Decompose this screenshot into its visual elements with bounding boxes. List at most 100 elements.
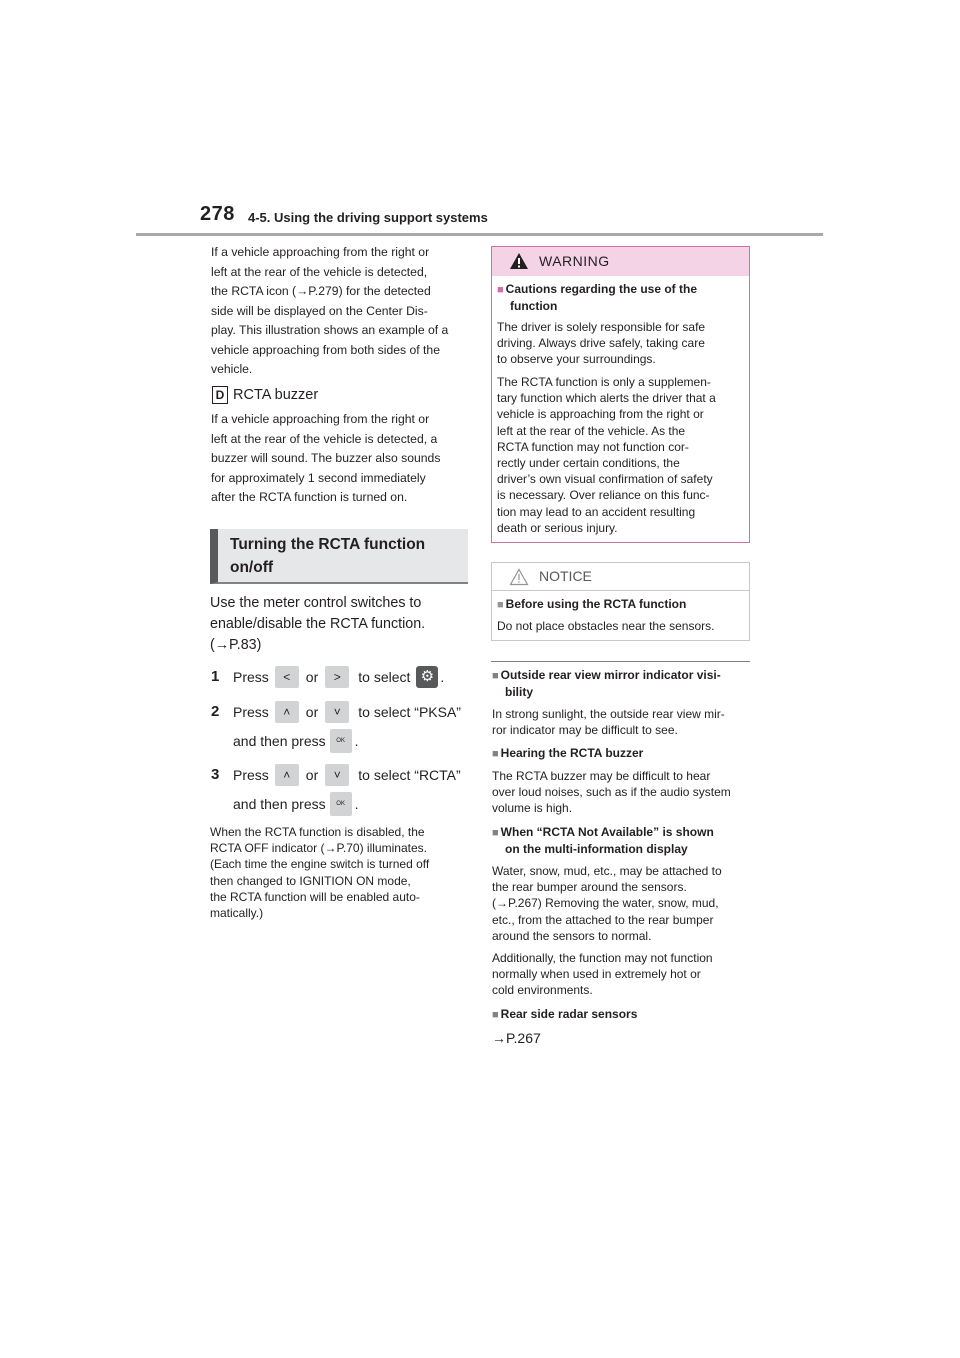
text-line: The RCTA function is only a supplemen- xyxy=(497,375,711,389)
text-line: is necessary. Over reliance on this func… xyxy=(497,488,710,503)
ok-button-icon: OK xyxy=(329,792,352,816)
step-3-continued: and then press OK . xyxy=(233,792,359,816)
step-text: . xyxy=(354,796,359,812)
text-line: on the multi-information display xyxy=(505,842,688,856)
text-line: bility xyxy=(505,685,534,699)
step-text: or xyxy=(305,704,319,720)
square-bullet-icon: ■ xyxy=(492,1009,499,1021)
ok-button-icon: OK xyxy=(329,729,352,753)
text-line: (→P.267) Removing the water, snow, mud, xyxy=(492,896,719,911)
text-line: The RCTA buzzer may be difficult to hear xyxy=(492,769,711,783)
note-paragraph: When the RCTA function is disabled, the … xyxy=(210,824,475,921)
text-line: the RCTA function will be enabled auto- xyxy=(210,889,420,904)
text-line: When the RCTA function is disabled, the xyxy=(210,825,425,839)
warning-box: WARNING ■Cautions regarding the use of t… xyxy=(491,246,750,543)
step-text: Press xyxy=(233,704,269,720)
text-line: Additionally, the function may not funct… xyxy=(492,951,713,966)
text-line: RCTA OFF indicator (→P.70) illuminates. xyxy=(210,841,427,856)
text-line: ror indicator may be difficult to see. xyxy=(492,723,678,738)
step-text: . xyxy=(440,669,445,685)
warning-item-title: ■Cautions regarding the use of the funct… xyxy=(497,281,745,314)
heading-line: Turning the RCTA function xyxy=(230,536,426,553)
page-number: 278 xyxy=(200,203,235,225)
text-line: buzzer will sound. The buzzer also sound… xyxy=(211,451,441,465)
step-text: to select “PKSA” xyxy=(358,704,461,720)
label-d-row: D RCTA buzzer xyxy=(212,386,318,404)
caution-triangle-icon xyxy=(509,568,529,586)
text-line: volume is high. xyxy=(492,801,573,816)
text-line: left at the rear of the vehicle. As the xyxy=(497,423,686,438)
info-section-2: ■Hearing the RCTA buzzer The RCTA buzzer… xyxy=(492,745,752,817)
text-line: the rear bumper around the sensors. xyxy=(492,880,687,895)
step-3: 3 Press ˄ or ˅ to select “RCTA” xyxy=(211,764,461,786)
notice-header: NOTICE xyxy=(492,563,749,591)
step-text: or xyxy=(305,669,319,685)
step-number: 1 xyxy=(211,668,220,685)
text-line: death or serious injury. xyxy=(497,520,618,535)
text-line: etc., from the attached to the rear bump… xyxy=(492,912,714,927)
text-line: to observe your surroundings. xyxy=(497,352,656,367)
section-title: 4-5. Using the driving support systems xyxy=(248,210,488,225)
step-text: to select “RCTA” xyxy=(358,767,461,783)
step-number: 3 xyxy=(211,766,220,783)
left-arrow-button-icon: < xyxy=(274,666,299,688)
text-line: enable/disable the RCTA function. xyxy=(210,616,426,632)
warning-header: WARNING xyxy=(492,247,749,276)
step-text: . xyxy=(354,733,359,749)
step-2: 2 Press ˄ or ˅ to select “PKSA” xyxy=(211,701,461,723)
page-reference: →P.267 xyxy=(492,1030,541,1046)
square-bullet-icon: ■ xyxy=(497,284,504,296)
info-section-4: ■Rear side radar sensors →P.267 xyxy=(492,1006,752,1046)
down-arrow-button-icon: ˅ xyxy=(325,701,350,723)
text-line: driving. Always drive safely, taking car… xyxy=(497,336,705,351)
text-line: tary function which alerts the driver th… xyxy=(497,391,716,406)
text-line: after the RCTA function is turned on. xyxy=(211,490,408,504)
label-d: D xyxy=(212,386,228,404)
warning-para-2: The RCTA function is only a supplemen- t… xyxy=(497,374,747,536)
text-line: vehicle is approaching from the right or xyxy=(497,407,704,422)
up-arrow-button-icon: ˄ xyxy=(274,764,299,786)
text-line: cold environments. xyxy=(492,983,593,998)
text-line: Cautions regarding the use of the xyxy=(505,282,698,296)
step-text: or xyxy=(305,767,319,783)
notice-text: Do not place obstacles near the sensors. xyxy=(497,619,715,633)
square-bullet-icon: ■ xyxy=(492,670,499,682)
text-line: Water, snow, mud, etc., may be attached … xyxy=(492,864,722,878)
square-bullet-icon: ■ xyxy=(497,599,504,611)
text-line: The driver is solely responsible for saf… xyxy=(497,320,706,334)
step-text: to select xyxy=(358,669,411,685)
step-2-continued: and then press OK . xyxy=(233,729,359,753)
step-number: 2 xyxy=(211,703,220,720)
notice-title: NOTICE xyxy=(539,568,592,584)
step-text: and then press xyxy=(233,796,326,812)
warning-triangle-icon xyxy=(510,253,528,269)
text-line: driver’s own visual confirmation of safe… xyxy=(497,472,713,487)
info-section-1: ■Outside rear view mirror indicator visi… xyxy=(492,667,752,738)
text-line: the RCTA icon (→P.279) for the detected xyxy=(211,284,431,298)
info-divider xyxy=(491,661,750,662)
text-line: play. This illustration shows an example… xyxy=(211,323,449,337)
square-bullet-icon: ■ xyxy=(492,748,499,760)
heading-line: on/off xyxy=(230,559,274,576)
section-heading: Turning the RCTA function on/off xyxy=(210,529,468,584)
text-line: rectly under certain conditions, the xyxy=(497,456,680,471)
text-line: Outside rear view mirror indicator visi- xyxy=(500,668,721,682)
text-line: (Each time the engine switch is turned o… xyxy=(210,857,430,872)
text-line: normally when used in extremely hot or xyxy=(492,967,701,982)
step-text: Press xyxy=(233,669,269,685)
text-line: Rear side radar sensors xyxy=(500,1007,638,1021)
text-line: then changed to IGNITION ON mode, xyxy=(210,873,411,888)
text-line: If a vehicle approaching from the right … xyxy=(211,245,430,259)
intro-paragraph: If a vehicle approaching from the right … xyxy=(211,243,471,380)
info-section-3: ■When “RCTA Not Available” is shown on t… xyxy=(492,824,752,999)
step-text: Press xyxy=(233,767,269,783)
text-line: (→P.83) xyxy=(210,637,262,653)
text-line: side will be displayed on the Center Dis… xyxy=(211,303,428,318)
warning-para-1: The driver is solely responsible for saf… xyxy=(497,319,747,368)
text-line: Hearing the RCTA buzzer xyxy=(500,746,644,760)
text-line: vehicle. xyxy=(211,362,253,376)
text-line: When “RCTA Not Available” is shown xyxy=(500,825,714,839)
warning-title: WARNING xyxy=(539,253,610,269)
text-line: vehicle approaching from both sides of t… xyxy=(211,342,440,357)
notice-box: NOTICE ■Before using the RCTA function D… xyxy=(491,562,750,641)
